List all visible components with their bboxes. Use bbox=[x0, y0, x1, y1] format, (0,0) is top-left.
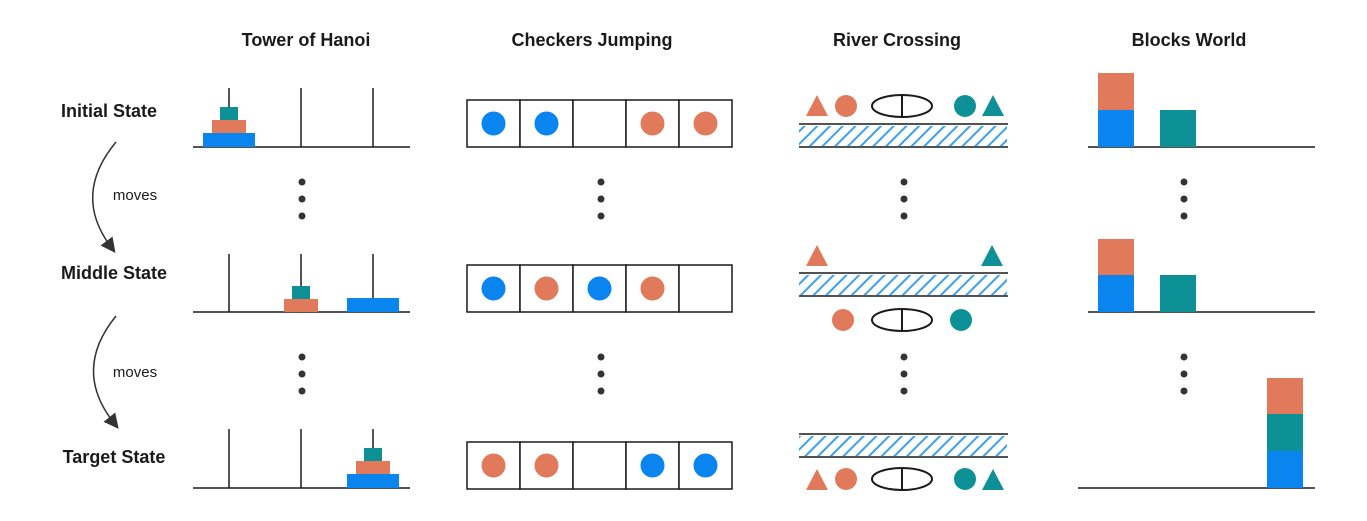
checker-blue bbox=[693, 453, 718, 478]
block-teal bbox=[1160, 110, 1196, 147]
checker-blue bbox=[481, 276, 506, 301]
teal-circle bbox=[954, 468, 976, 490]
blocks-middle bbox=[1088, 239, 1315, 313]
river bbox=[799, 275, 1007, 295]
checker-orange bbox=[693, 111, 718, 136]
hanoi-initial bbox=[193, 88, 410, 148]
row-label-middle-state: Middle State bbox=[60, 263, 167, 283]
teal-circle bbox=[950, 309, 972, 331]
orange-circle bbox=[832, 309, 854, 331]
moves-label-2: moves bbox=[112, 364, 158, 381]
blocks-initial bbox=[1088, 73, 1315, 148]
river bbox=[799, 126, 1007, 146]
orange-circle bbox=[835, 468, 857, 490]
orange-triangle bbox=[806, 469, 828, 490]
hanoi-disk-large bbox=[203, 133, 255, 147]
checker-blue bbox=[481, 111, 506, 136]
teal-triangle bbox=[981, 245, 1003, 266]
column-title-river-crossing: River Crossing bbox=[832, 30, 962, 50]
row-label-initial-state: Initial State bbox=[60, 101, 158, 121]
block-blue bbox=[1098, 110, 1134, 147]
teal-circle bbox=[954, 95, 976, 117]
column-title-blocks-world: Blocks World bbox=[1131, 30, 1247, 50]
orange-circle bbox=[835, 95, 857, 117]
river-middle bbox=[799, 245, 1008, 332]
hanoi-disk-medium bbox=[284, 299, 318, 312]
checker-orange bbox=[481, 453, 506, 478]
orange-triangle bbox=[806, 245, 828, 266]
hanoi-disk-small bbox=[220, 107, 238, 120]
checker-blue bbox=[640, 453, 665, 478]
river bbox=[799, 436, 1007, 456]
hanoi-middle bbox=[193, 254, 410, 313]
checker-orange bbox=[640, 276, 665, 301]
column-title-tower-of-hanoi: Tower of Hanoi bbox=[241, 30, 371, 50]
checkers-cell bbox=[678, 264, 733, 313]
blocks-target bbox=[1078, 378, 1315, 489]
teal-triangle bbox=[982, 95, 1004, 116]
orange-triangle bbox=[806, 95, 828, 116]
checkers-cell bbox=[519, 441, 574, 490]
block-blue bbox=[1098, 275, 1134, 312]
teal-triangle bbox=[982, 469, 1004, 490]
row-label-target-state: Target State bbox=[62, 447, 166, 467]
hanoi-disk-small bbox=[364, 448, 382, 461]
checkers-cell bbox=[572, 441, 627, 490]
checker-orange bbox=[534, 453, 559, 478]
block-orange bbox=[1098, 239, 1134, 275]
column-title-checkers-jumping: Checkers Jumping bbox=[511, 30, 673, 50]
checker-orange bbox=[534, 276, 559, 301]
hanoi-disk-small bbox=[292, 286, 310, 299]
block-teal bbox=[1160, 275, 1196, 312]
moves-arrow-2 bbox=[92, 315, 119, 429]
checkers-middle bbox=[466, 264, 733, 313]
checker-blue bbox=[534, 111, 559, 136]
hanoi-target bbox=[193, 429, 410, 489]
checkers-target bbox=[466, 441, 733, 490]
river-initial bbox=[799, 94, 1008, 148]
hanoi-disk-medium bbox=[212, 120, 246, 133]
checker-orange bbox=[640, 111, 665, 136]
moves-label-1: moves bbox=[112, 187, 158, 204]
checkers-cell bbox=[572, 99, 627, 148]
block-orange bbox=[1267, 378, 1303, 414]
ellipsis-dots bbox=[298, 178, 1188, 395]
checker-blue bbox=[587, 276, 612, 301]
hanoi-disk-large bbox=[347, 298, 399, 312]
checkers-initial bbox=[466, 99, 733, 148]
hanoi-disk-large bbox=[347, 474, 399, 488]
moves-arrow-1 bbox=[92, 141, 117, 254]
block-blue bbox=[1267, 451, 1303, 488]
block-teal bbox=[1267, 414, 1303, 451]
hanoi-disk-medium bbox=[356, 461, 390, 474]
river-target bbox=[799, 433, 1008, 491]
block-orange bbox=[1098, 73, 1134, 110]
